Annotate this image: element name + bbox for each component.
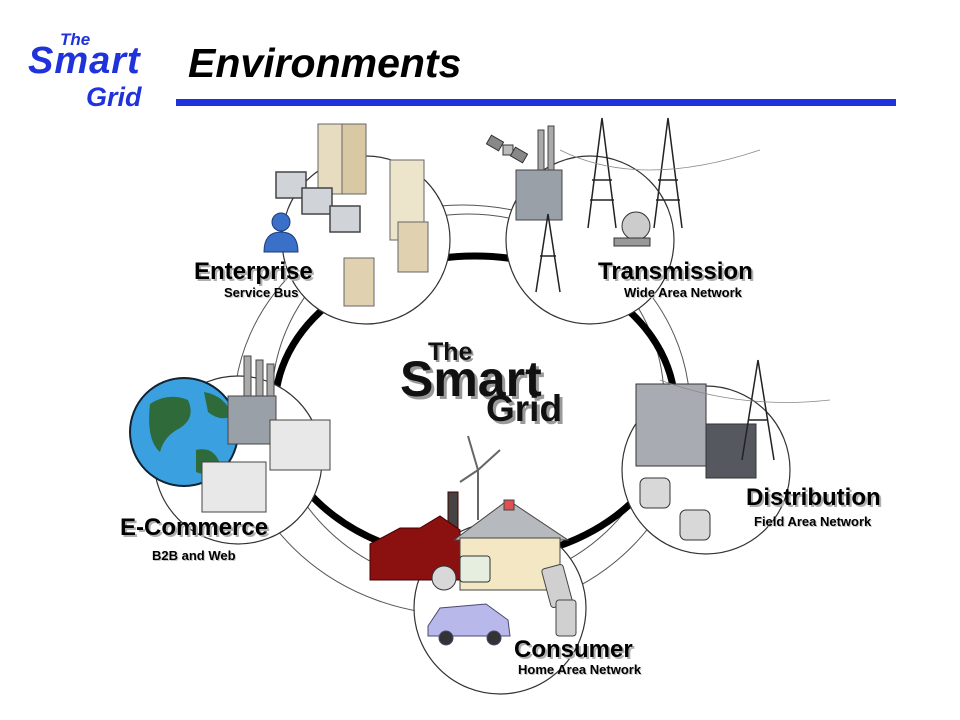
office-building-icon — [201, 419, 331, 513]
satellite-icon — [485, 134, 529, 164]
factory-icon — [369, 491, 461, 581]
transmission-sublabel: Wide Area Network — [624, 285, 742, 300]
logo-smart: Smart — [28, 40, 141, 82]
logo-grid: Grid — [86, 82, 142, 112]
radio-tower-icon — [613, 211, 651, 247]
consumer-label: Consumer — [514, 636, 633, 663]
radio-tower-icon — [659, 359, 831, 461]
server-icon — [317, 123, 429, 307]
distribution-label: Distribution — [746, 484, 881, 511]
workstation-icon — [275, 171, 361, 233]
transmission-label: Transmission — [598, 258, 753, 285]
power-plant-icon — [227, 355, 277, 445]
transmission-tower-icon — [535, 117, 761, 293]
distribution-sublabel: Field Area Network — [754, 514, 872, 529]
consumer-sublabel: Home Area Network — [518, 662, 642, 677]
wind-turbine-icon — [459, 435, 501, 520]
substation-icon — [635, 383, 757, 479]
logo-the: The — [60, 30, 91, 49]
smart-meter-icon — [431, 555, 491, 591]
page-title: Environments — [188, 40, 462, 86]
center-label-the: The — [428, 338, 473, 366]
center-label-grid: Grid — [486, 388, 563, 429]
ecommerce-sublabel: B2B and Web — [152, 548, 236, 563]
title-underline — [176, 99, 896, 106]
smart-meter-icon — [639, 477, 711, 541]
user-icon — [263, 212, 299, 253]
globe-icon — [129, 377, 239, 487]
power-plant-icon — [515, 125, 563, 221]
enterprise-label: Enterprise — [194, 258, 313, 285]
enterprise-sublabel: Service Bus — [224, 285, 299, 300]
center-label-smart: Smart — [400, 351, 542, 407]
handheld-device-icon — [541, 564, 577, 637]
car-icon — [427, 603, 511, 646]
ecommerce-label: E-Commerce — [120, 514, 269, 541]
